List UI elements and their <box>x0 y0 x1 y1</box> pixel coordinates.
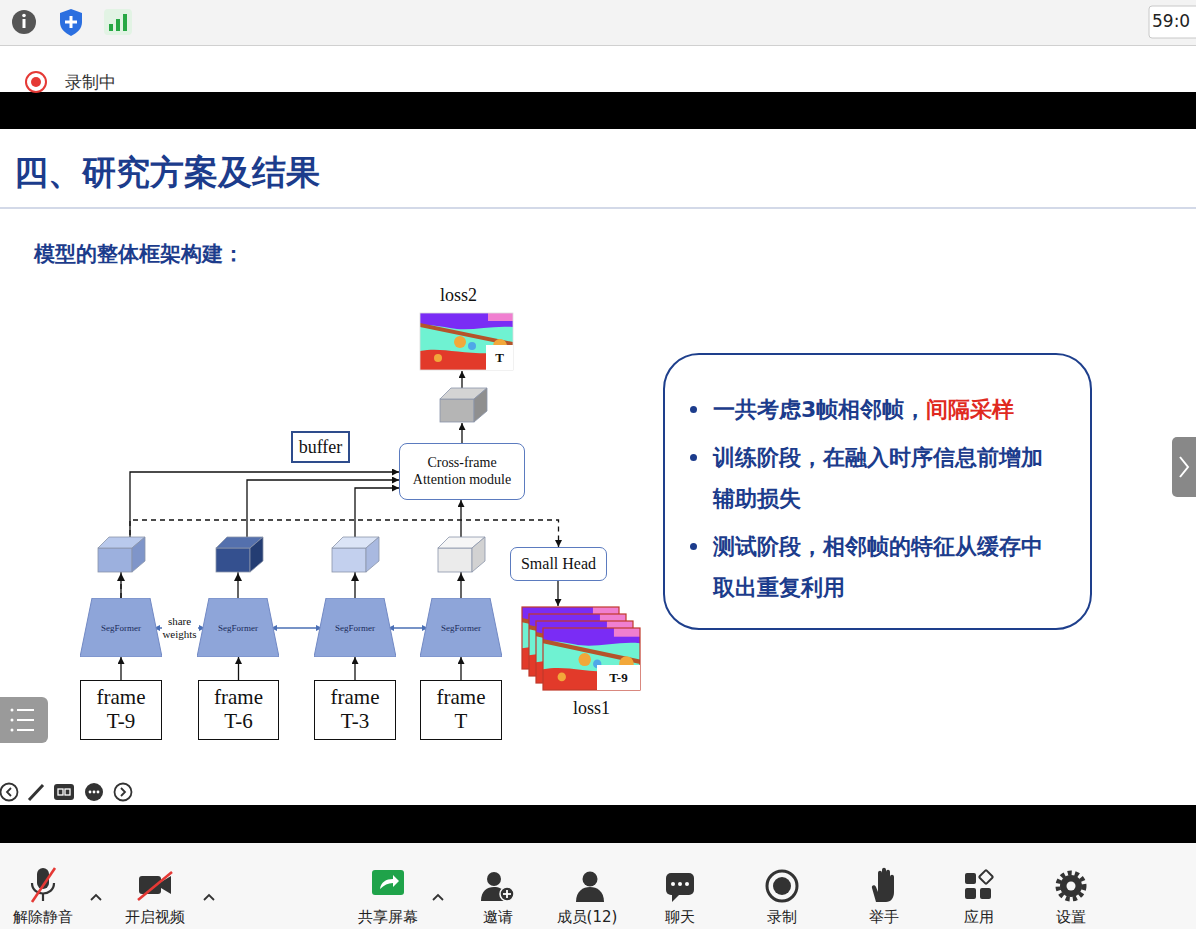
bullet-dot <box>690 454 697 461</box>
bullet-dot <box>690 406 697 413</box>
attention-box: Cross-frame Attention module <box>399 443 525 500</box>
frame-label: frame T-6 <box>207 686 271 733</box>
toolbar-label: 应用 <box>929 908 1029 927</box>
connector <box>238 480 399 598</box>
connector <box>121 520 559 598</box>
toolbar-label: 共享屏幕 <box>338 908 438 927</box>
loss-label: loss1 <box>573 698 610 719</box>
encoder-label: SegFormer <box>101 623 141 633</box>
bullet-item: 训练阶段，在融入时序信息前增加辅助损失 <box>665 437 1053 519</box>
trapezoid-outline <box>197 598 279 657</box>
frame-tag: T <box>486 345 513 370</box>
box-label: Small Head <box>521 555 596 573</box>
connector <box>354 657 355 680</box>
toolbar-label: 开启视频 <box>105 908 205 927</box>
loss-label: loss2 <box>440 285 477 306</box>
box-label: buffer <box>299 437 343 458</box>
frame-box: frame T-3 <box>314 680 396 740</box>
frame-box: frame T-9 <box>80 680 162 740</box>
connector <box>238 657 239 680</box>
encoder-trapezoid: SegFormer <box>197 598 279 657</box>
head-box: Small Head <box>510 547 607 581</box>
connector <box>271 627 322 628</box>
bullet-dot <box>690 543 697 550</box>
connector <box>121 472 399 598</box>
section-heading: 模型的整体框架构建： <box>34 240 244 268</box>
recording-status: 录制中 <box>65 71 116 94</box>
encoder-trapezoid: SegFormer <box>80 598 162 657</box>
frame-label: frame T-9 <box>89 686 153 733</box>
toolbar-label: 举手 <box>834 908 934 927</box>
toolbar-label: 解除静音 <box>0 908 93 927</box>
timer: 59:0 <box>1152 11 1190 31</box>
bullet-text: 训练阶段，在融入时序信息前增加辅助损失 <box>713 445 1043 511</box>
bullet-item: 一共考虑3帧相邻帧，间隔采样 <box>665 389 1053 430</box>
callout-box: 一共考虑3帧相邻帧，间隔采样训练阶段，在融入时序信息前增加辅助损失测试阶段，相邻… <box>663 353 1092 630</box>
bullet-text: 一共考虑3帧相邻帧， <box>713 397 926 422</box>
trapezoid-outline <box>314 598 396 657</box>
buffer-box: buffer <box>291 431 351 463</box>
trapezoid-outline <box>80 598 162 657</box>
encoder-label: SegFormer <box>441 623 481 633</box>
toolbar-label: 聊天 <box>630 908 730 927</box>
encoder-trapezoid: SegFormer <box>314 598 396 657</box>
slide-title: 四、研究方案及结果 <box>14 150 320 196</box>
frame-tag: T-9 <box>597 665 640 690</box>
box-label: Cross-frame Attention module <box>406 455 518 489</box>
toolbar-label: 录制 <box>732 908 832 927</box>
trapezoid-outline <box>420 598 502 657</box>
edge-label: share weights <box>162 615 198 640</box>
frame-box: frame T <box>420 680 502 740</box>
bullet-text: 测试阶段，相邻帧的特征从缓存中取出重复利用 <box>713 534 1043 600</box>
connector <box>388 627 428 628</box>
encoder-trapezoid: SegFormer <box>420 598 502 657</box>
frame-label: frame T-3 <box>323 686 387 733</box>
toolbar-label: 成员(12) <box>537 908 637 927</box>
toolbar-label: 设置 <box>1021 908 1121 927</box>
connector <box>120 657 121 680</box>
encoder-label: SegFormer <box>218 623 258 633</box>
frame-box: frame T-6 <box>198 680 279 740</box>
toolbar-label: 邀请 <box>448 908 548 927</box>
connector <box>460 657 461 680</box>
bullet-item: 测试阶段，相邻帧的特征从缓存中取出重复利用 <box>665 526 1053 608</box>
frame-label: frame T <box>429 686 493 733</box>
highlight-text: 间隔采样 <box>926 397 1014 422</box>
encoder-label: SegFormer <box>335 623 375 633</box>
